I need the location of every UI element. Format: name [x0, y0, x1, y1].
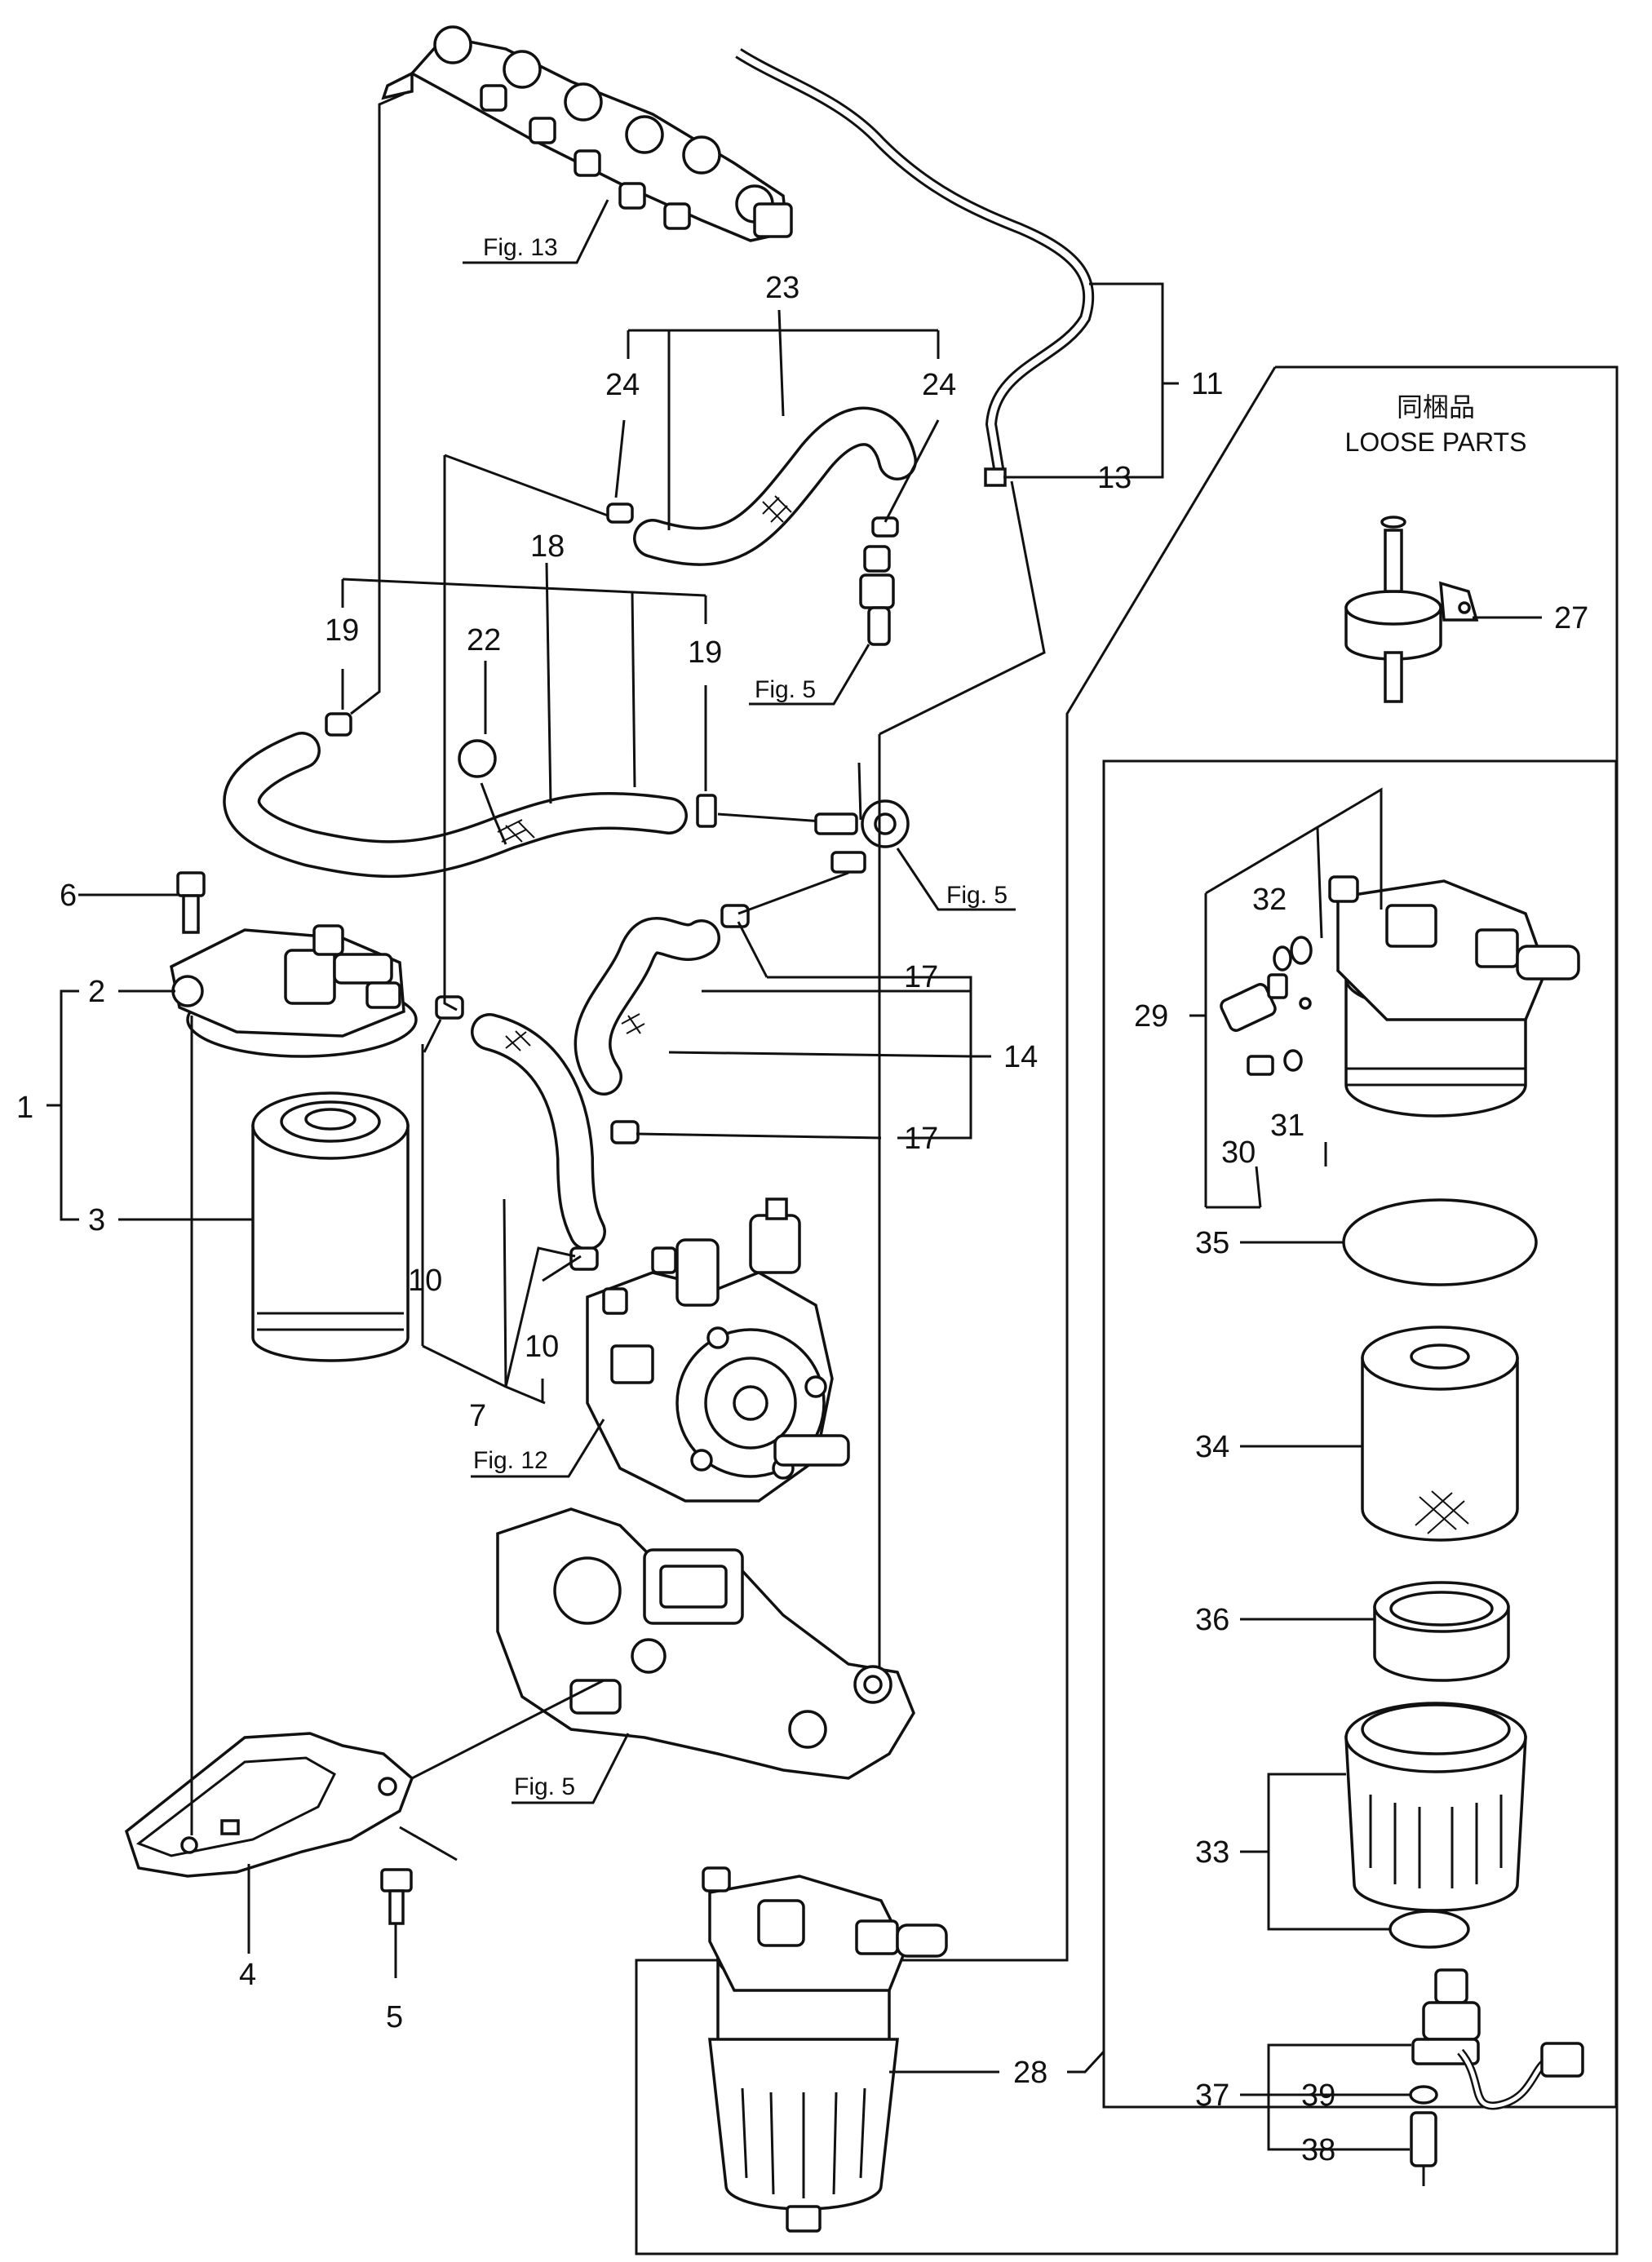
callout-2: 2 — [88, 975, 105, 1009]
bolt-6 — [176, 871, 206, 934]
leader-28-frame — [1067, 2050, 1105, 2074]
callout-35: 35 — [1195, 1226, 1229, 1260]
leader-lines — [47, 92, 1179, 1978]
filter-cartridge-3 — [251, 1091, 410, 1362]
hose-23 — [606, 406, 917, 566]
sensor-37 — [1409, 1968, 1584, 2186]
element-34 — [1361, 1326, 1519, 1542]
callout-39: 39 — [1301, 2078, 1335, 2113]
bracket-4 — [124, 1732, 414, 1878]
callout-11: 11 — [1191, 367, 1223, 401]
gear-housing — [496, 1507, 915, 1780]
callout-labels: 1 2 3 4 5 6 7 10 10 11 13 14 17 17 18 19… — [16, 271, 1588, 2167]
callout-38: 38 — [1301, 2133, 1335, 2167]
callout-22: 22 — [467, 623, 501, 657]
callout-34: 34 — [1195, 1430, 1229, 1464]
callout-17a: 17 — [904, 960, 938, 994]
small-parts-29-32 — [1204, 787, 1383, 1209]
loose-parts-title-jp: 同梱品 — [1397, 392, 1475, 422]
hose-14 — [574, 904, 750, 1144]
fig-ref-rail: Fig. 13 — [483, 234, 558, 261]
fuel-pump — [586, 1197, 850, 1503]
callout-4: 4 — [239, 1958, 256, 1992]
callout-17b: 17 — [904, 1122, 938, 1156]
filter-head-29 — [1328, 875, 1580, 1118]
callout-29: 29 — [1134, 999, 1168, 1034]
loose-parts-frame — [635, 365, 1619, 2255]
callout-5: 5 — [386, 2000, 403, 2034]
callout-30: 30 — [1221, 1135, 1256, 1170]
loose-parts-title-en: LOOSE PARTS — [1345, 427, 1527, 457]
callout-13: 13 — [1097, 461, 1132, 495]
ring-36 — [1373, 1581, 1510, 1682]
hose-7 — [435, 995, 606, 1271]
callout-1: 1 — [16, 1091, 33, 1125]
figure-references: Fig. 13 Fig. 5 Fig. 5 Fig. 12 Fig. 5 — [473, 234, 1008, 1800]
leader-37-bracket — [1267, 2043, 1411, 2151]
callout-10a: 10 — [408, 1264, 442, 1298]
callout-24a: 24 — [605, 368, 640, 402]
callout-32: 32 — [1252, 883, 1287, 917]
callout-14: 14 — [1003, 1040, 1038, 1074]
filter-assembly-28 — [702, 1866, 948, 2233]
filter-head — [170, 924, 418, 1058]
bowl-33 — [1344, 1702, 1527, 1949]
hose-18 — [223, 712, 717, 879]
fuel-rail — [381, 25, 793, 242]
callout-19b: 19 — [688, 635, 722, 670]
pipe-fitting-upper — [859, 545, 895, 646]
callout-37: 37 — [1195, 2078, 1229, 2113]
valve-27 — [1344, 516, 1479, 703]
fig-ref-upper: Fig. 5 — [755, 676, 816, 703]
callout-19a: 19 — [325, 613, 359, 648]
callout-31: 31 — [1270, 1109, 1304, 1143]
callout-23: 23 — [765, 271, 799, 305]
fig-ref-tee: Fig. 5 — [946, 882, 1008, 909]
o-ring-35 — [1342, 1198, 1538, 1286]
callout-18: 18 — [530, 529, 565, 564]
callout-27: 27 — [1554, 601, 1588, 635]
callout-3: 3 — [88, 1203, 105, 1237]
return-hose — [735, 48, 1095, 487]
callout-24b: 24 — [922, 368, 956, 402]
callout-33: 33 — [1195, 1835, 1229, 1870]
callout-36: 36 — [1195, 1603, 1229, 1637]
bolt-5 — [380, 1868, 413, 1925]
callout-28: 28 — [1013, 2056, 1047, 2090]
callout-10b: 10 — [525, 1330, 559, 1364]
callout-7: 7 — [469, 1399, 486, 1433]
callout-6: 6 — [60, 879, 77, 913]
fig-ref-pump: Fig. 12 — [473, 1447, 548, 1474]
fig-ref-housing: Fig. 5 — [514, 1773, 575, 1800]
